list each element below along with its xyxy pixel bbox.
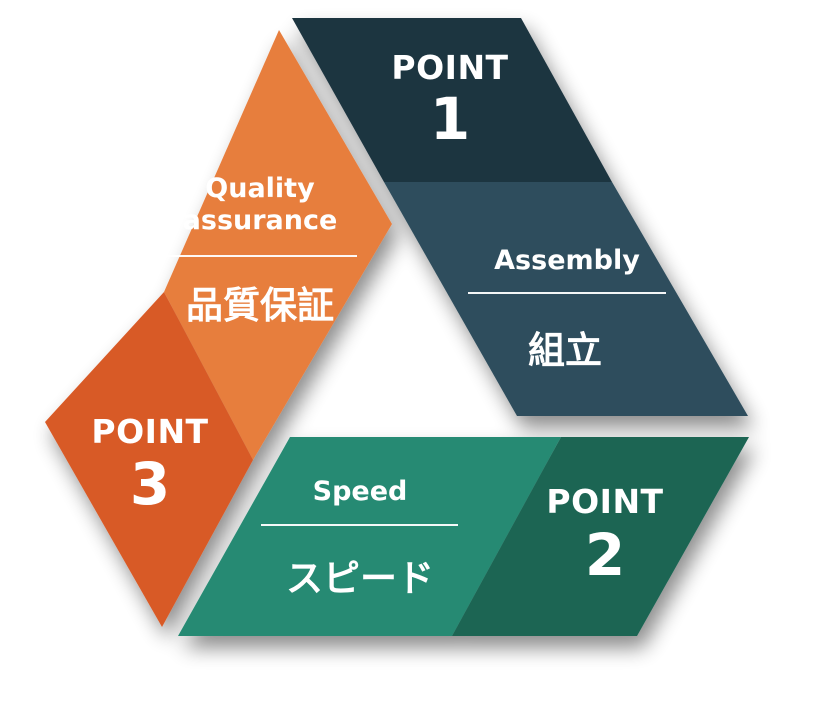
point2-word: POINT — [546, 482, 664, 521]
point3-word: POINT — [91, 412, 209, 451]
point2-number: 2 — [584, 521, 626, 589]
point3-jp-label: 品質保証 — [186, 284, 334, 327]
point3-number: 3 — [129, 450, 171, 518]
point2-jp-label: スピード — [286, 557, 434, 600]
point1-word: POINT — [391, 48, 509, 87]
point1-light-segment — [384, 182, 748, 416]
point3-en-label-line2: assurance — [182, 205, 338, 236]
point3-divider — [157, 255, 357, 257]
point3-en-label-line1: Quality — [205, 173, 315, 204]
point3-light-segment — [164, 30, 392, 460]
point1-dark-segment — [292, 18, 612, 182]
point2-light-segment — [178, 437, 561, 636]
point3-dark-segment — [45, 292, 253, 627]
point2-en-label: Speed — [312, 476, 408, 507]
point2-divider — [261, 524, 458, 526]
point1-divider — [468, 292, 666, 294]
point2-dark-segment — [452, 437, 749, 636]
point1-jp-label: 組立 — [528, 329, 602, 372]
point1-number: 1 — [429, 85, 471, 153]
point1-en-label: Assembly — [494, 245, 640, 276]
